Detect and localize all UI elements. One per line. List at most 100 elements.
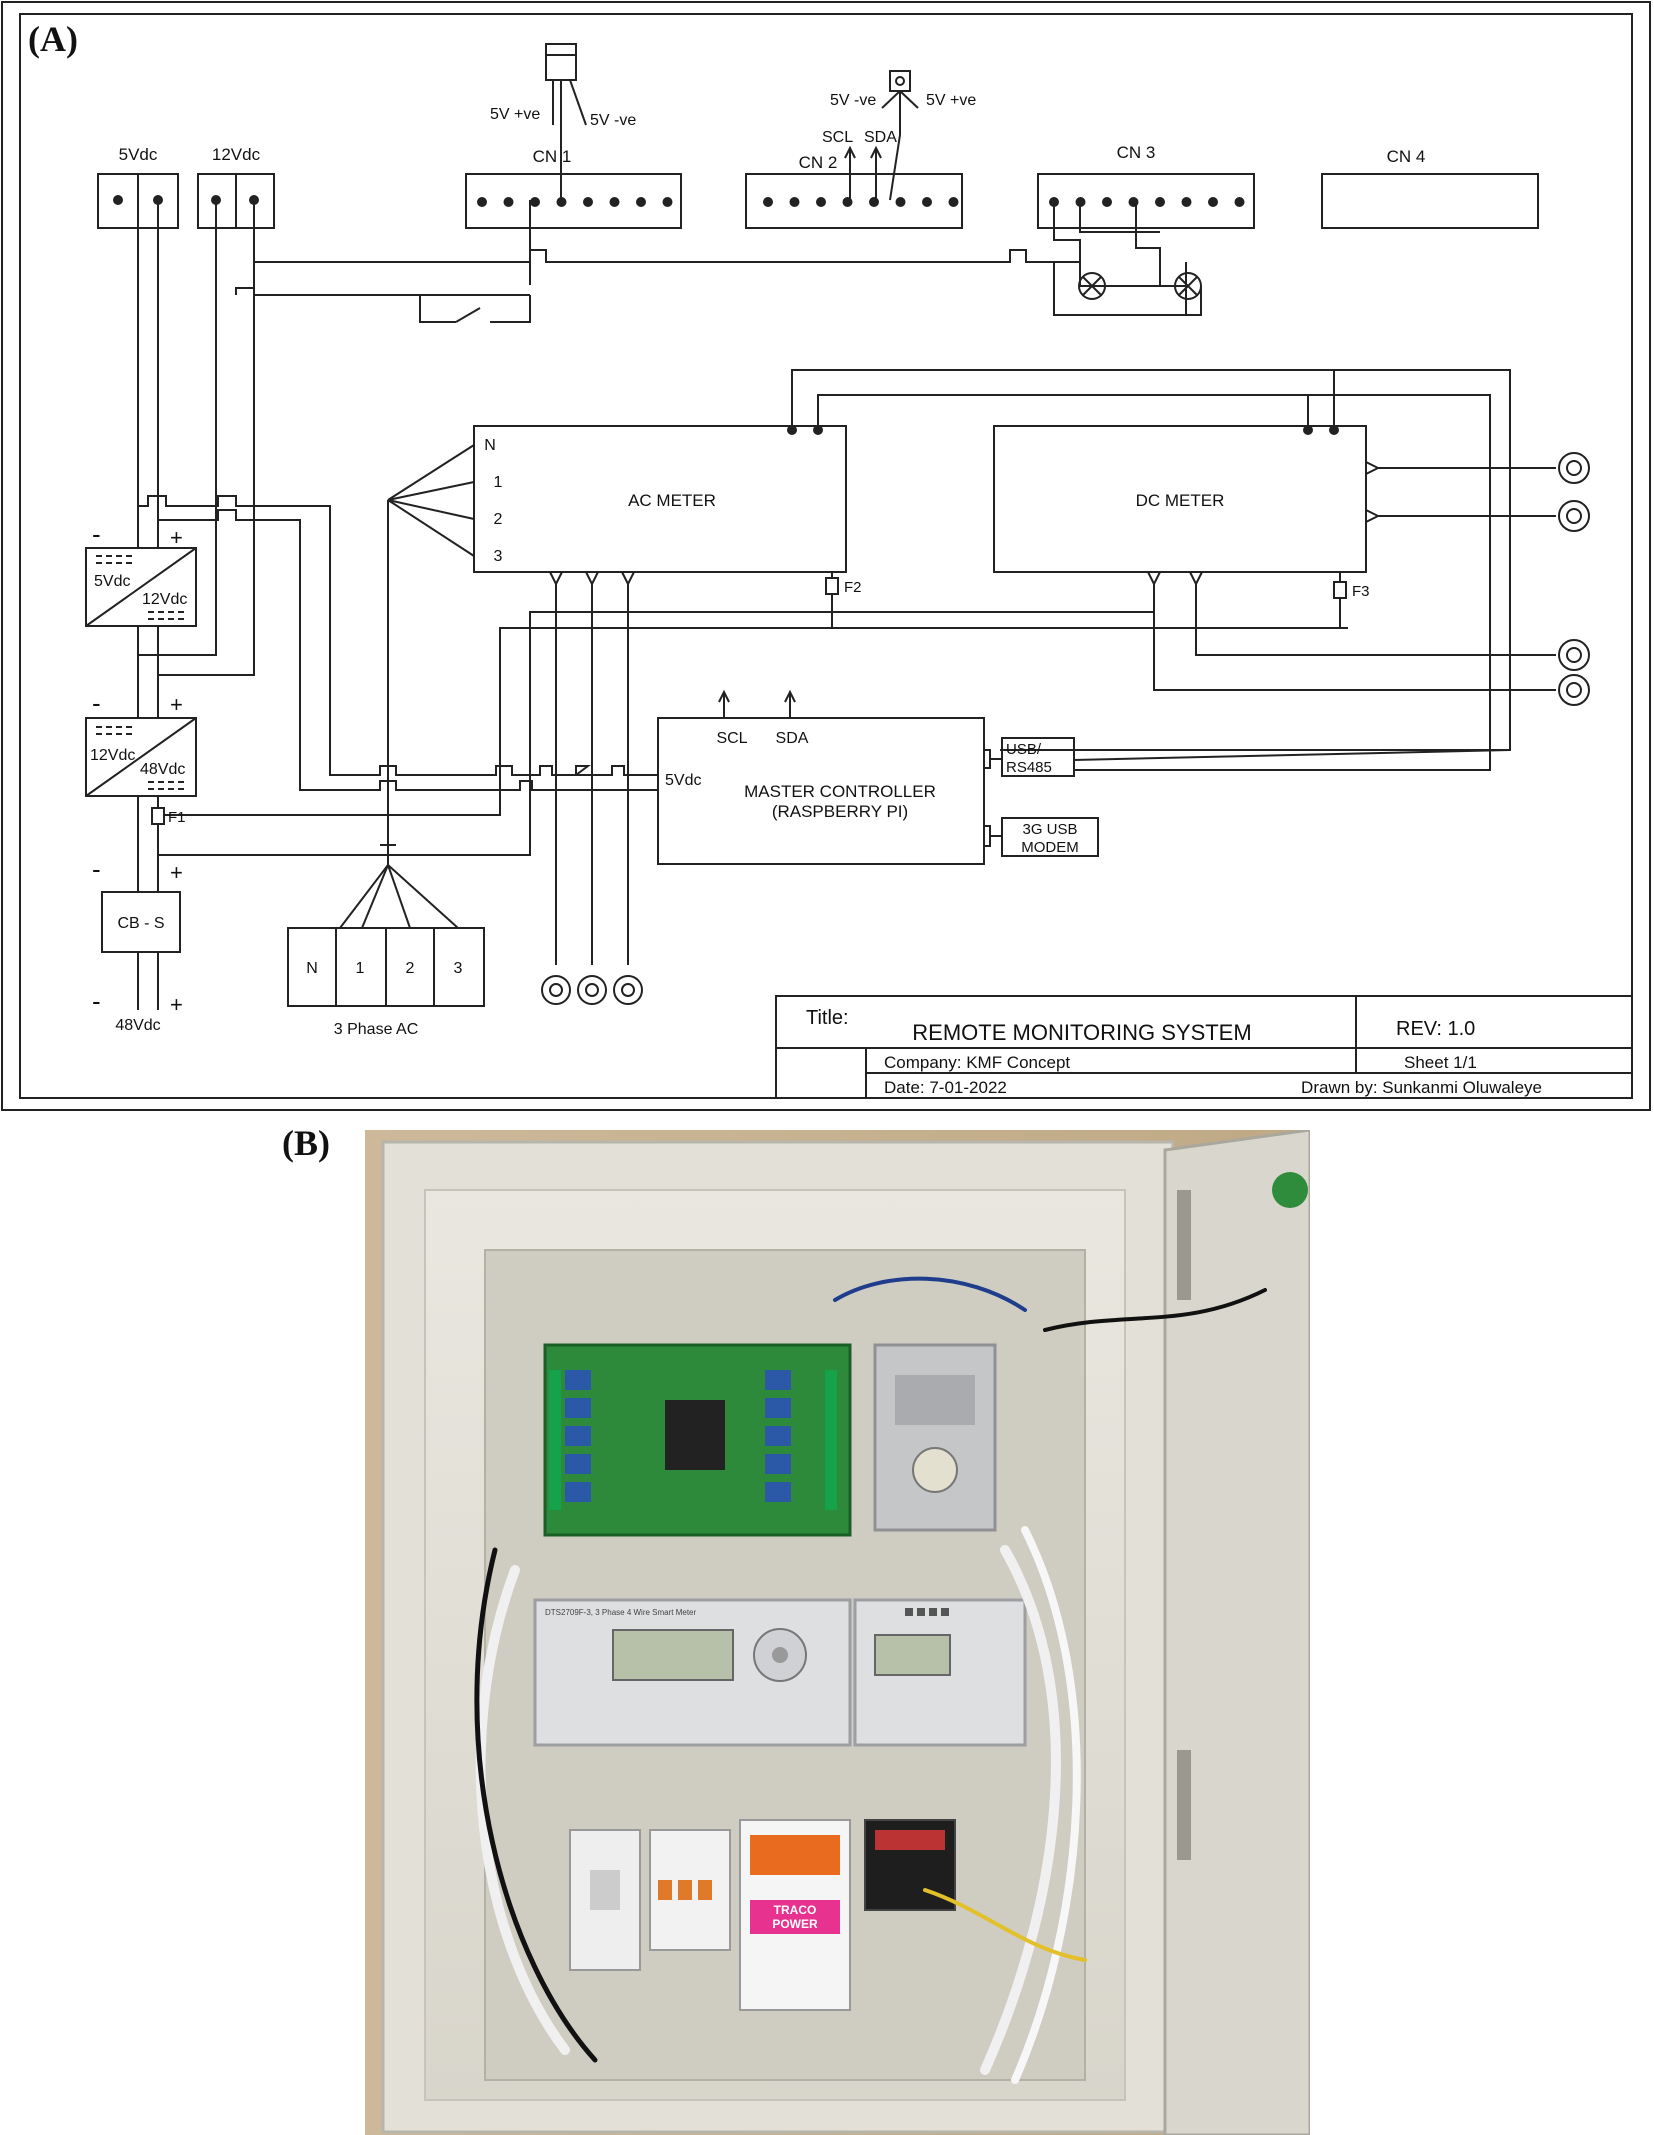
ac-cell-1: 1 <box>356 960 365 977</box>
conv2-out: 48Vdc <box>140 761 185 778</box>
ac-pin-2: 2 <box>494 511 503 528</box>
cable-bundle <box>474 1276 1267 2084</box>
enclosure-door <box>1163 1130 1310 2135</box>
fuse-holders <box>649 1829 731 1951</box>
cn1-sensor-pos: 5V +ve <box>490 106 540 123</box>
connector-pin <box>1234 197 1245 207</box>
connector-cn1 <box>465 173 682 229</box>
cable-gland <box>1272 1172 1308 1208</box>
fuse-f1: F1 <box>168 809 186 826</box>
conv2-in: 12Vdc <box>90 747 135 764</box>
cn2-sensor-pos: 5V +ve <box>926 92 976 109</box>
cn2-label: CN 2 <box>799 153 838 172</box>
psu-brand-line2: POWER <box>772 1917 818 1931</box>
panel-a-label: (A) <box>28 19 78 59</box>
connector-pin <box>1155 197 1165 207</box>
conv2-plus: + <box>170 692 183 717</box>
raspberry-pi-case <box>873 1343 997 1532</box>
door-hinge-bottom <box>1177 1750 1191 1860</box>
smart-meter-ac <box>533 1598 852 1747</box>
door-hinge-top <box>1177 1190 1191 1300</box>
master-scl: SCL <box>716 730 747 747</box>
label-12vdc: 12Vdc <box>212 145 261 164</box>
cn1-label: CN 1 <box>533 147 572 166</box>
cb-plus: + <box>170 860 183 885</box>
cn3-label: CN 3 <box>1117 143 1156 162</box>
ac-cell-n: N <box>306 960 318 977</box>
cn2-sensor-neg: 5V -ve <box>830 92 876 109</box>
connector-pin <box>636 197 646 207</box>
ac-pin-3: 3 <box>494 548 503 565</box>
three-phase-terminal <box>287 864 485 1007</box>
label-5vdc: 5Vdc <box>119 145 158 164</box>
conv1-minus: - <box>92 519 101 549</box>
cn4-label: CN 4 <box>1387 147 1426 166</box>
master-sda: SDA <box>776 730 809 747</box>
enclosure-photo: DTS2709F-3, 3 Phase 4 Wire Smart Meter T… <box>365 1130 1310 2135</box>
revision: REV: 1.0 <box>1396 1018 1475 1040</box>
ac-pin-1: 1 <box>494 474 503 491</box>
usb-line2: RS485 <box>1006 759 1052 776</box>
modem-line2: MODEM <box>1021 839 1079 856</box>
modem-line1: 3G USB <box>1022 821 1077 838</box>
switch-and-lamp-wiring <box>137 200 1202 1010</box>
modem-box <box>984 817 1099 857</box>
converter-12v-48v <box>85 717 197 797</box>
sensor-cn2 <box>881 70 919 201</box>
circuit-breaker-photo <box>569 1829 641 1971</box>
conv1-in: 5Vdc <box>94 573 130 590</box>
meter-header: DTS2709F-3, 3 Phase 4 Wire Smart Meter <box>545 1608 697 1617</box>
connector-pin <box>477 197 487 207</box>
master-i2c-arrows <box>718 689 796 718</box>
connector-pin <box>1102 197 1112 207</box>
bottom-plus: + <box>170 992 183 1017</box>
connector-pin <box>503 197 514 207</box>
connector-pin <box>530 197 540 207</box>
fuse-f1-symbol <box>151 807 165 825</box>
smart-meter-dc <box>853 1598 1027 1747</box>
connector-pin <box>816 197 826 207</box>
connector-pin <box>763 197 773 207</box>
ac-meter-label: AC METER <box>628 491 716 510</box>
breaker-label: CB - S <box>117 915 164 932</box>
connector-pin <box>869 197 879 207</box>
inner-border <box>19 13 1633 1099</box>
connector-pin <box>556 197 567 207</box>
title-block <box>775 995 1633 1099</box>
power-chain-wiring <box>138 495 1154 856</box>
connector-cn2 <box>745 173 963 229</box>
connector-pin <box>842 197 853 207</box>
sensor-cn1 <box>545 43 587 200</box>
usb-rs485-box <box>984 720 1511 777</box>
circuit-breaker <box>101 891 181 953</box>
ac-cell-2: 2 <box>406 960 415 977</box>
ac-meter <box>473 425 847 573</box>
ac-cell-3: 3 <box>454 960 463 977</box>
converter-5v-12v <box>85 547 197 627</box>
master-line2: (RASPBERRY PI) <box>772 802 908 821</box>
fuse-f2: F2 <box>844 579 862 596</box>
conv1-plus: + <box>170 525 183 550</box>
connector-pin <box>609 197 620 207</box>
drawn-by: Drawn by: Sunkanmi Oluwaleye <box>1301 1078 1542 1097</box>
dc-meter-wiring <box>1147 370 1590 706</box>
ac-meter-wiring <box>387 369 1511 1005</box>
outer-border <box>1 1 1651 1111</box>
ac-pin-n: N <box>484 437 496 454</box>
date: Date: 7-01-2022 <box>884 1078 1007 1097</box>
company: Company: KMF Concept <box>884 1053 1070 1072</box>
dc-meter <box>993 425 1367 573</box>
drawing-title: REMOTE MONITORING SYSTEM <box>912 1020 1251 1045</box>
connector-pin <box>1181 197 1192 207</box>
cn2-sda: SDA <box>864 129 897 146</box>
conv2-minus: - <box>92 688 101 718</box>
usb-line1: USB/ <box>1006 741 1042 758</box>
traco-power-supply <box>739 1819 851 2011</box>
cn1-sensor-neg: 5V -ve <box>590 112 636 129</box>
sheet: Sheet 1/1 <box>1404 1053 1477 1072</box>
fuse-f3: F3 <box>1352 583 1370 600</box>
master-line1: MASTER CONTROLLER <box>744 782 936 801</box>
conv1-out: 12Vdc <box>142 591 187 608</box>
connector-cn4 <box>1321 173 1539 229</box>
cb-minus: - <box>92 854 101 884</box>
